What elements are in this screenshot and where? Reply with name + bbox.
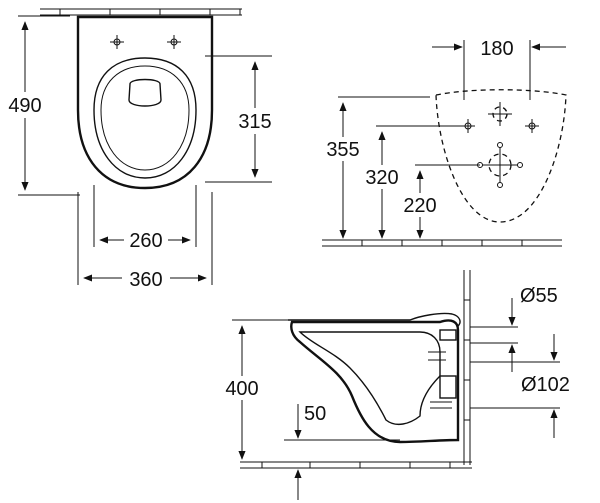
dim-355: 355 [320, 102, 366, 239]
side-bowl-profile [290, 319, 460, 444]
side-inlet [439, 329, 457, 341]
dim-315-label: 315 [238, 111, 271, 133]
wall-view: 180 [320, 38, 567, 247]
dim-490: 490 [3, 15, 80, 196]
bowl-outline [76, 15, 214, 190]
fixing-point-left-icon [461, 119, 475, 133]
fixing-point-top-icon [488, 102, 512, 126]
dim-260: 260 [93, 185, 197, 252]
dim-180: 180 [432, 38, 566, 100]
dim-360: 360 [77, 192, 213, 291]
dim-315: 315 [205, 55, 278, 183]
lid-handle [128, 78, 162, 107]
dim-50-label: 50 [304, 403, 326, 425]
dim-outlet-diameter: Ø102 [470, 334, 592, 438]
side-view: 400 50 Ø55 Ø102 [219, 270, 592, 500]
wall-floor-strip [322, 239, 562, 247]
fixing-point-right-icon [525, 119, 539, 133]
seat-inner [100, 65, 190, 171]
side-floor [240, 461, 472, 469]
dim-180-label: 180 [480, 38, 513, 60]
dim-inlet-diameter: Ø55 [470, 285, 558, 372]
dim-320: 320 [359, 131, 405, 239]
dim-220-label: 220 [403, 195, 436, 217]
dim-220: 220 [397, 170, 443, 239]
dim-355-label: 355 [326, 139, 359, 161]
side-trap-inner [298, 331, 441, 426]
top-wall-strip [40, 8, 242, 16]
outlet-point-icon [477, 142, 523, 188]
top-view: 490 315 260 360 [3, 8, 278, 291]
dim-360-label: 360 [129, 269, 162, 291]
dim-400: 400 [219, 319, 288, 460]
dim-490-label: 490 [8, 95, 41, 117]
dim-320-label: 320 [365, 167, 398, 189]
fixing-hole-left-icon [110, 35, 124, 49]
side-wall [463, 270, 471, 465]
dim-inlet-diameter-label: Ø55 [520, 285, 558, 307]
dim-260-label: 260 [129, 230, 162, 252]
side-seat [288, 312, 461, 327]
dim-outlet-diameter-label: Ø102 [521, 374, 570, 396]
dim-50: 50 [284, 403, 400, 500]
dim-400-label: 400 [225, 378, 258, 400]
seat-outline [93, 57, 197, 179]
side-outlet [439, 375, 457, 399]
wall-bowl-outline [435, 89, 567, 223]
fixing-hole-right-icon [167, 35, 181, 49]
